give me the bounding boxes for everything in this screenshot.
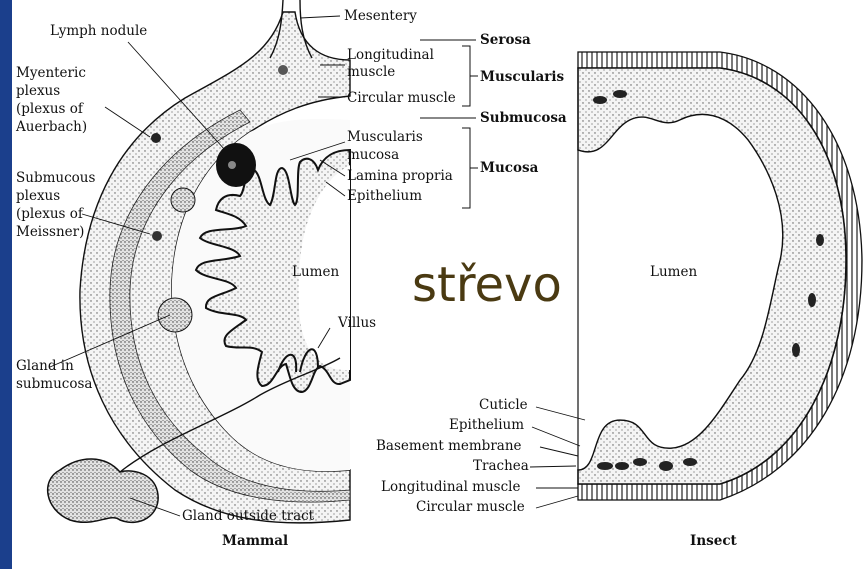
label-mesentery: Mesentery [344,9,417,24]
label-muscularis-mucosa-1: Muscularis [347,130,423,145]
label-lamina-propria: Lamina propria [347,169,453,184]
label-mammal-epithelium: Epithelium [347,189,422,204]
label-submucous-1: Submucous [16,171,95,186]
slide-title: střevo [412,257,562,313]
submucosa-gland [158,298,192,332]
label-longitudinal-muscle-2: muscle [347,65,395,80]
label-basement-membrane: Basement membrane [376,439,522,454]
label-muscularis: Muscularis [480,70,564,85]
label-insect-longitudinal-muscle: Longitudinal muscle [381,480,520,495]
mesentery-vessel [278,65,288,75]
label-muscularis-mucosa-2: mucosa [347,148,399,163]
gland-outside-tract [48,459,158,522]
caption-insect: Insect [690,534,737,549]
label-mammal-lumen: Lumen [292,265,339,280]
label-myenteric-3: (plexus of [16,102,83,117]
label-submucous-2: plexus [16,189,60,204]
submucosa-gland-upper [171,188,195,212]
label-circular-muscle: Circular muscle [347,91,456,106]
label-trachea: Trachea [473,459,529,474]
label-insect-circular-muscle: Circular muscle [416,500,525,515]
label-mucosa: Mucosa [480,161,538,176]
label-gland-in-submucosa-1: Gland in [16,359,74,374]
label-gland-in-submucosa-2: submucosa [16,377,92,392]
label-submucous-3: (plexus of [16,207,83,222]
label-myenteric-1: Myenteric [16,66,86,81]
label-serosa: Serosa [480,33,531,48]
label-insect-epithelium: Epithelium [449,418,524,433]
label-longitudinal-muscle-1: Longitudinal [347,48,434,63]
label-cuticle: Cuticle [479,398,528,413]
label-insect-lumen: Lumen [650,265,697,280]
insect-leader-lines [530,407,585,508]
lymph-nodule-center [228,161,236,169]
label-submucous-4: Meissner) [16,225,84,240]
insect-section [530,52,862,508]
label-myenteric-4: Auerbach) [16,120,87,135]
label-villus: Villus [338,316,376,331]
label-myenteric-2: plexus [16,84,60,99]
caption-mammal: Mammal [222,534,288,549]
submucous-plexus-dot [152,231,162,241]
label-submucosa: Submucosa [480,111,567,126]
label-gland-outside-tract: Gland outside tract [182,509,314,524]
myenteric-plexus-dot [151,133,161,143]
label-lymph-nodule: Lymph nodule [50,24,147,39]
